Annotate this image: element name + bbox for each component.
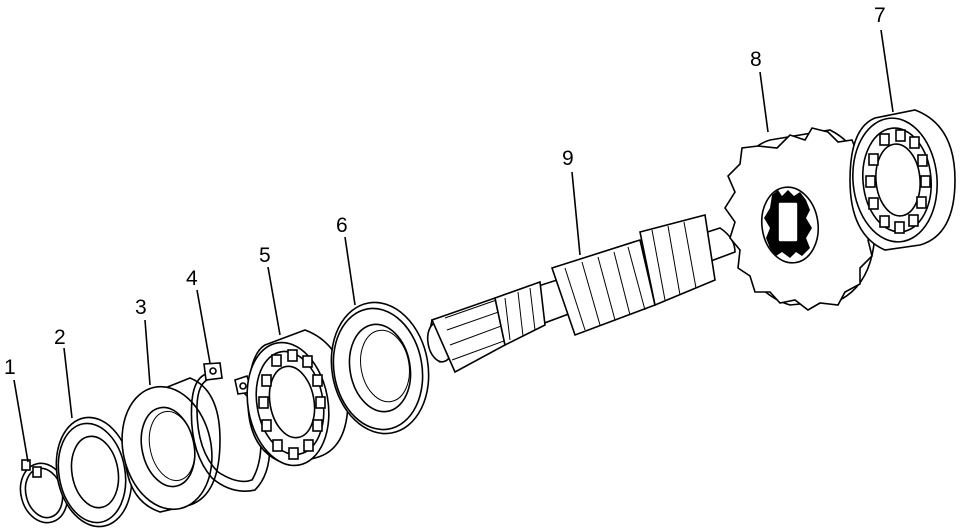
callout-1: 1: [4, 356, 16, 379]
callout-4: 4: [186, 267, 198, 290]
leader-8: [759, 71, 769, 133]
leader-lines: [13, 29, 894, 463]
part-6-thrust-washer: [330, 301, 430, 435]
leader-2: [63, 347, 73, 419]
leader-4: [196, 289, 211, 364]
part-5-roller-bearing: [246, 329, 349, 467]
callout-3: 3: [135, 296, 147, 319]
callout-8: 8: [750, 48, 762, 71]
callout-9: 9: [562, 147, 574, 170]
leader-1: [13, 379, 29, 463]
callout-6: 6: [336, 214, 348, 237]
leader-5: [267, 266, 281, 336]
leader-9: [571, 171, 581, 256]
callout-7: 7: [874, 4, 886, 27]
leader-6: [344, 236, 356, 306]
part-2-washer: [55, 416, 133, 528]
callout-5: 5: [259, 244, 271, 267]
part-8-gear: [724, 127, 877, 311]
part-7-bearing: [849, 109, 956, 251]
callout-2: 2: [54, 326, 66, 349]
part-9-splined-shaft: [426, 214, 736, 374]
callout-labels: 1 2 3 4 5 6 7 8 9: [4, 4, 886, 379]
leader-7: [880, 29, 894, 113]
leader-3: [144, 319, 151, 386]
part-3-bearing-race: [121, 377, 221, 513]
